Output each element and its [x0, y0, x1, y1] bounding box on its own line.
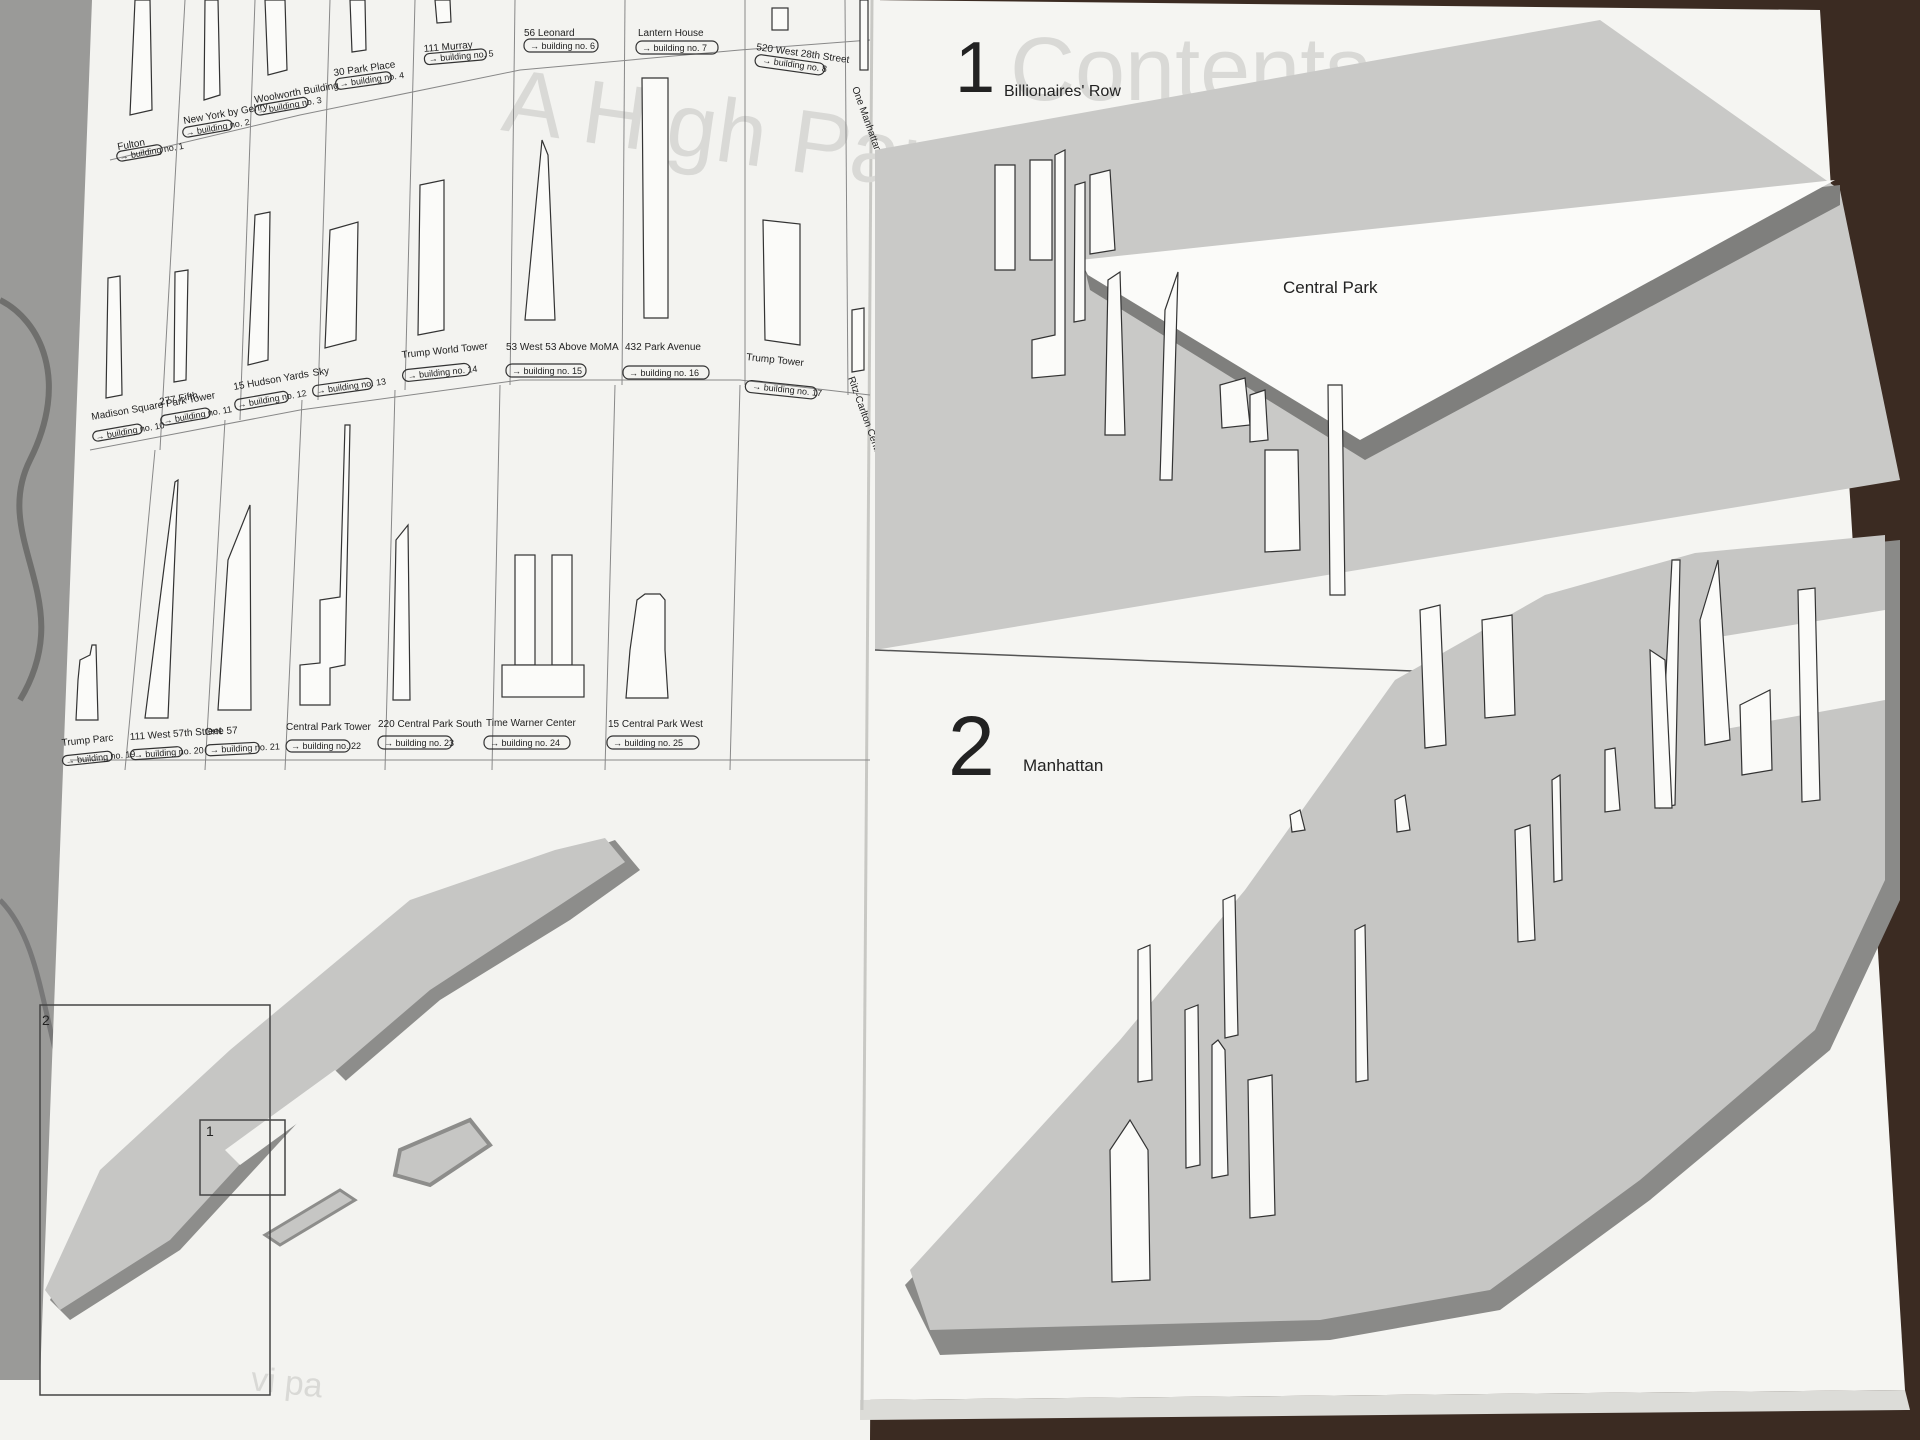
building-name: 53 West 53 Above MoMA — [506, 342, 619, 353]
row1-buildings — [129, 0, 869, 116]
building-tag: → building no. 6 — [530, 41, 595, 51]
building-name: Trump Parc — [61, 733, 114, 749]
building-name: Sky — [312, 366, 330, 379]
building-name: 220 Central Park South — [378, 719, 482, 730]
inset-manhattan-map: 2 1 — [39, 838, 640, 1396]
building-tag: → building no. 24 — [490, 738, 560, 748]
inset-label-1: 1 — [206, 1123, 214, 1139]
building-tag: → building no. 21 — [210, 741, 280, 755]
section1-number: 1 — [955, 28, 995, 108]
building-tag: → building no. 23 — [384, 738, 454, 748]
spine — [860, 0, 874, 1411]
central-park-label: Central Park — [1283, 278, 1378, 297]
central-park-block — [1080, 180, 1835, 440]
building-name: 56 Leonard — [524, 28, 575, 39]
building-tag: → building no. 22 — [291, 741, 361, 751]
building-name: Central Park Tower — [286, 722, 372, 733]
section1-title: Billionaires' Row — [1004, 83, 1121, 100]
building-name: 432 Park Avenue — [625, 342, 701, 353]
inset-frame-2 — [39, 1004, 271, 1396]
inset-label-2: 2 — [42, 1012, 50, 1028]
building-tag: → building no. 15 — [512, 366, 582, 376]
building-name: 15 Central Park West — [608, 719, 703, 730]
row3-buildings — [75, 424, 669, 721]
building-tag: → building no. 20 — [133, 745, 204, 760]
building-tag: → building no. 25 — [613, 738, 683, 748]
section2-title: Manhattan — [1023, 756, 1103, 775]
ghost-page-number: vi pa — [249, 1360, 324, 1405]
building-name: Time Warner Center — [486, 718, 577, 729]
building-name: Lantern House — [638, 28, 704, 39]
catalogue-grid — [70, 0, 871, 771]
building-tag: → building no. 16 — [629, 368, 699, 378]
billionaires-row-panel: Central Park — [875, 20, 1900, 650]
row2-buildings — [105, 77, 865, 399]
building-tag: → building no. 7 — [642, 43, 707, 53]
inset-frame-1 — [199, 1119, 286, 1196]
manhattan-panel — [905, 535, 1900, 1355]
building-name: Fulton — [117, 137, 146, 153]
building-name: One 57 — [205, 725, 239, 738]
section2-number: 2 — [948, 699, 995, 793]
